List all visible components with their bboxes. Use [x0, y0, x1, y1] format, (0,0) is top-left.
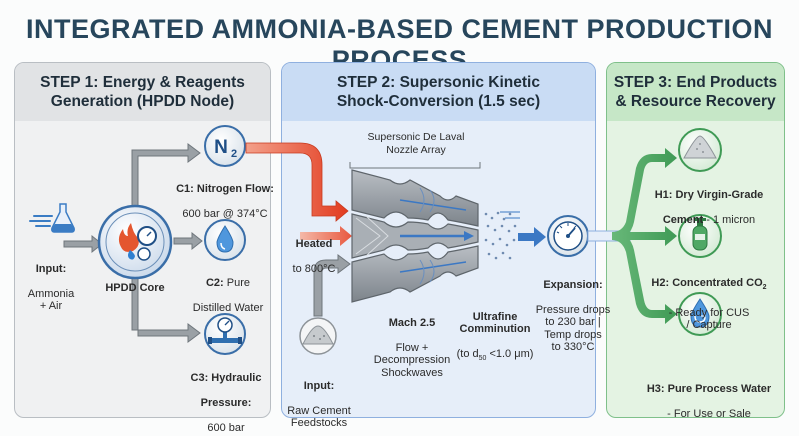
n2-subscript: 2: [231, 148, 237, 160]
c3-text: 600 bar: [207, 421, 245, 434]
h3-text: - For Use or Sale: [667, 407, 751, 420]
cement-pile-icon: [678, 128, 722, 172]
ultrafine-particles: [484, 211, 520, 260]
h1-title: H1: Dry Virgin-Grade: [654, 188, 764, 201]
expansion-label: Expansion: Pressure drops to 230 bar | T…: [534, 266, 612, 354]
to-expansion-arrow: [518, 227, 546, 247]
step1-input-text: Ammonia + Air: [27, 287, 75, 313]
c1-title: C1: Nitrogen Flow:: [176, 182, 274, 195]
core-to-n2-arrow: [131, 143, 201, 207]
c3-title2: Pressure:: [200, 396, 252, 409]
expansion-title: Expansion:: [543, 278, 603, 291]
branch-h1-arrow: [612, 148, 677, 240]
heated-label: Heated to 800°C: [288, 225, 340, 275]
ultrafine-title: Ultrafine Comminution: [459, 310, 531, 336]
step3-header-text: STEP 3: End Products & Resource Recovery: [613, 74, 778, 110]
h3-label: H3: Pure Process Water - For Use or Sale: [636, 370, 782, 420]
step1-connectors: [63, 143, 203, 343]
pressure-gauge-icon: [204, 313, 246, 355]
ultrafine-label: Ultrafine Comminution (to d50 <1.0 μm): [452, 298, 538, 366]
core-to-water-arrow: [173, 231, 203, 251]
heated-text: to 800°C: [292, 262, 336, 275]
h2-subscript: 2: [762, 283, 767, 291]
mach-text: Flow + Decompression Shockwaves: [373, 341, 451, 379]
powder-pile-icon: [299, 317, 337, 355]
expansion-text: Pressure drops to 230 bar | Temp drops t…: [535, 303, 611, 354]
step2-input-title: Input:: [303, 379, 335, 392]
product-branches: [587, 148, 677, 324]
ultrafine-text-post: <1.0 μm): [486, 348, 534, 360]
nozzle-label-bracket: [349, 162, 481, 169]
step2-header: STEP 2: Supersonic Kinetic Shock-Convers…: [282, 63, 595, 121]
h2-text: - Ready for CUS / Capture: [668, 306, 750, 332]
n2-symbol: N: [214, 137, 228, 158]
h2-title: H2: Concentrated CO: [651, 276, 763, 289]
ultrafine-sub: 50: [478, 355, 487, 363]
h1-title2: Cement: [662, 213, 704, 226]
mach-title: Mach 2.5: [388, 316, 436, 329]
mach-label: Mach 2.5 Flow + Decompression Shockwaves: [370, 304, 454, 379]
h1-text: - 1 micron: [703, 213, 756, 226]
step1-header-text: STEP 1: Energy & Reagents Generation (HP…: [40, 74, 245, 110]
h2-label: H2: Concentrated CO2 - Ready for CUS / C…: [640, 264, 778, 332]
h3-title: H3: Pure Process Water: [646, 382, 772, 395]
hpdd-core-icon: [97, 204, 173, 280]
hpdd-core-label: HPDD Core: [105, 282, 165, 294]
water-recycle-icon: [678, 292, 722, 336]
step3-header: STEP 3: End Products & Resource Recovery: [607, 63, 784, 121]
step1-input-label: Input: Ammonia + Air: [22, 250, 80, 313]
nozzle-array-label: Supersonic De Laval Nozzle Array: [367, 131, 465, 156]
branch-h2-arrow: [612, 226, 677, 246]
step2-header-text: STEP 2: Supersonic Kinetic Shock-Convers…: [336, 74, 541, 110]
ultrafine-text-pre: (to d: [456, 348, 479, 360]
input-to-core-arrow: [63, 234, 103, 254]
nozzle-array-icon: [351, 169, 479, 303]
step1-input-title: Input:: [35, 262, 67, 275]
step2-input-label: Input: Raw Cement Feedstocks: [284, 367, 354, 430]
step2-input-text: Raw Cement Feedstocks: [287, 404, 351, 430]
expansion-gauge-icon: [547, 215, 589, 257]
step1-header: STEP 1: Energy & Reagents Generation (HP…: [15, 63, 270, 121]
c2-title-rest: Pure: [223, 276, 251, 289]
heated-nitrogen-arrow: [245, 142, 349, 222]
branch-h3-arrow: [612, 232, 677, 324]
c2-text: Distilled Water: [192, 301, 264, 314]
page-title: INTEGRATED AMMONIA-BASED CEMENT PRODUCTI…: [26, 14, 773, 75]
heated-title: Heated: [295, 237, 333, 250]
feedstock-arrow: [313, 254, 351, 317]
c1-label: C1: Nitrogen Flow: 600 bar @ 374°C: [166, 170, 284, 220]
reagents-icon: [29, 203, 75, 233]
c3-title: C3: Hydraulic: [190, 371, 262, 384]
c2-title: C2:: [205, 276, 224, 289]
n2-icon: N 2: [204, 125, 246, 167]
c2-label: C2: Pure Distilled Water: [180, 264, 276, 314]
water-drop-icon: [204, 219, 246, 261]
gas-cylinder-icon: [678, 214, 722, 258]
c3-label: C3: Hydraulic Pressure: 600 bar: [178, 359, 274, 434]
heat-glow-arrow: [300, 226, 352, 246]
core-to-pressure-arrow: [131, 275, 201, 343]
c1-text: 600 bar @ 374°C: [182, 207, 268, 220]
h1-label: H1: Dry Virgin-Grade Cement - 1 micron: [640, 176, 778, 226]
